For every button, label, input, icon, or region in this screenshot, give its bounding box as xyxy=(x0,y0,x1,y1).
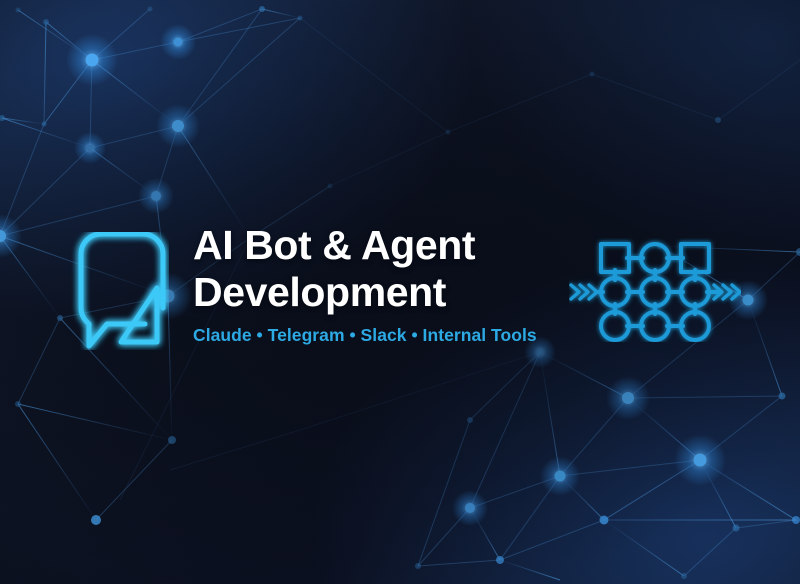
banner-content: AI Bot & Agent Development Claude • Tele… xyxy=(0,222,800,350)
grid-node-circle xyxy=(599,276,631,308)
agent-network-grid-icon xyxy=(569,242,741,342)
chevron-left-group xyxy=(569,283,599,301)
grid-node-circle xyxy=(599,310,631,342)
grid-node-circle xyxy=(679,276,711,308)
grid-node-square xyxy=(599,242,631,274)
grid-node-circle xyxy=(639,242,671,274)
grid-node-circle xyxy=(639,310,671,342)
chat-bubble-icon xyxy=(78,232,166,349)
grid-node-circle xyxy=(639,276,671,308)
page-title-line-1: AI Bot & Agent xyxy=(193,222,476,268)
page-title-line-2: Development xyxy=(193,269,447,315)
title-block: AI Bot & Agent Development Claude • Tele… xyxy=(193,222,537,346)
grid-node-circle xyxy=(679,310,711,342)
subtitle-platforms: Claude • Telegram • Slack • Internal Too… xyxy=(193,325,537,345)
grid-node-square xyxy=(679,242,711,274)
